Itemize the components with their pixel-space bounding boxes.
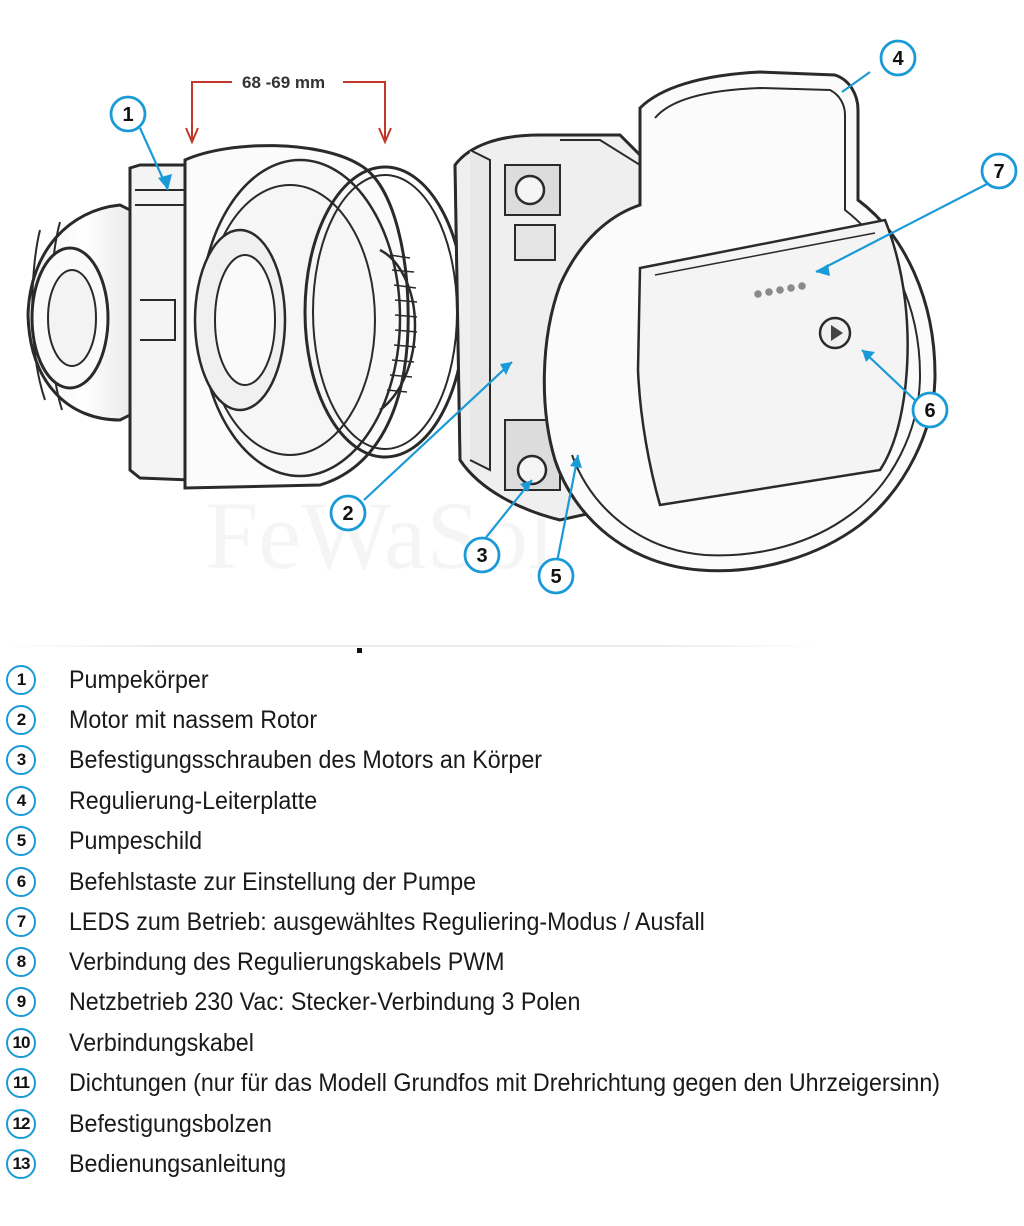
callout-6-label: 6 — [924, 400, 935, 422]
legend-item-text: Befestigungsbolzen — [69, 1109, 272, 1138]
callout-4-circle — [879, 39, 917, 77]
legend-number-badge: 4 — [6, 786, 36, 816]
legend-number-badge: 6 — [6, 867, 36, 897]
callout-2-label: 2 — [342, 503, 353, 525]
legend-item: 6 Befehlstaste zur Einstellung der Pumpe — [6, 862, 476, 902]
legend-item-text: Befestigungsschrauben des Motors an Körp… — [69, 745, 543, 774]
legend-item-text: Befehlstaste zur Einstellung der Pumpe — [69, 867, 477, 896]
legend-number-badge: 1 — [6, 665, 36, 695]
callouts — [109, 39, 1018, 595]
legend-number-badge: 7 — [6, 907, 36, 937]
pump-body — [26, 144, 418, 490]
callout-6-circle — [911, 391, 949, 429]
legend-item: 4 Regulierung-Leiterplatte — [6, 781, 317, 821]
dimension-indicator — [185, 81, 392, 145]
legend-item: 3 Befestigungsschrauben des Motors an Kö… — [6, 740, 542, 780]
legend-item: 13 Bedienungsanleitung — [6, 1144, 286, 1184]
callout-5-label: 5 — [550, 566, 561, 588]
legend-item: 7 LEDS zum Betrieb: ausgewähltes Regulie… — [6, 902, 705, 942]
pump-exploded-diagram: FeWaSol — [26, 39, 1018, 595]
callout-1-label: 1 — [122, 104, 133, 126]
callout-4-label: 4 — [892, 48, 904, 70]
control-head — [542, 70, 937, 573]
legend-item: 12 Befestigungsbolzen — [6, 1104, 272, 1144]
callout-3-circle — [463, 536, 501, 574]
status-leds — [754, 282, 806, 298]
legend-item: 5 Pumpeschild — [6, 821, 202, 861]
legend-item: 11 Dichtungen (nur für das Modell Grundf… — [6, 1063, 940, 1103]
legend-item: 2 Motor mit nassem Rotor — [6, 700, 317, 740]
legend-item-text: Netzbetrieb 230 Vac: Stecker-Verbindung … — [69, 987, 581, 1016]
legend-item-text: Bedienungsanleitung — [69, 1149, 287, 1178]
callout-7-label: 7 — [993, 161, 1004, 183]
callout-3-label: 3 — [476, 545, 487, 567]
legend-item-text: Regulierung-Leiterplatte — [69, 786, 318, 815]
legend-item-text: Motor mit nassem Rotor — [69, 705, 318, 734]
legend-item-text: Pumpekörper — [69, 665, 209, 694]
callout-2-circle — [329, 494, 367, 532]
callout-1-circle — [109, 95, 147, 133]
divider-dot — [357, 648, 362, 653]
legend-number-badge: 3 — [6, 745, 36, 775]
legend-item: 9 Netzbetrieb 230 Vac: Stecker-Verbindun… — [6, 982, 580, 1022]
section-divider — [0, 645, 820, 647]
callout-7-circle — [980, 152, 1018, 190]
legend-number-badge: 13 — [6, 1149, 36, 1179]
legend-item-text: Pumpeschild — [69, 826, 203, 855]
legend-item: 8 Verbindung des Regulierungskabels PWM — [6, 942, 505, 982]
play-button-icon — [818, 316, 852, 350]
legend-number-badge: 10 — [6, 1028, 36, 1058]
legend-number-badge: 9 — [6, 987, 36, 1017]
legend-number-badge: 5 — [6, 826, 36, 856]
legend-item: 10 Verbindungskabel — [6, 1023, 254, 1063]
legend-item-text: Verbindung des Regulierungskabels PWM — [69, 947, 505, 976]
legend-number-badge: 2 — [6, 705, 36, 735]
callout-5-circle — [537, 557, 575, 595]
legend-item: 1 Pumpekörper — [6, 660, 209, 700]
legend-item-text: Dichtungen (nur für das Modell Grundfos … — [69, 1068, 941, 1097]
legend-number-badge: 11 — [6, 1068, 36, 1098]
legend-number-badge: 12 — [6, 1109, 36, 1139]
legend-item-text: Verbindungskabel — [69, 1028, 254, 1057]
legend-number-badge: 8 — [6, 947, 36, 977]
legend-item-text: LEDS zum Betrieb: ausgewähltes Regulieri… — [69, 907, 705, 936]
dimension-label: 68 -69 mm — [242, 73, 325, 92]
leader-arrowheads — [158, 174, 875, 492]
